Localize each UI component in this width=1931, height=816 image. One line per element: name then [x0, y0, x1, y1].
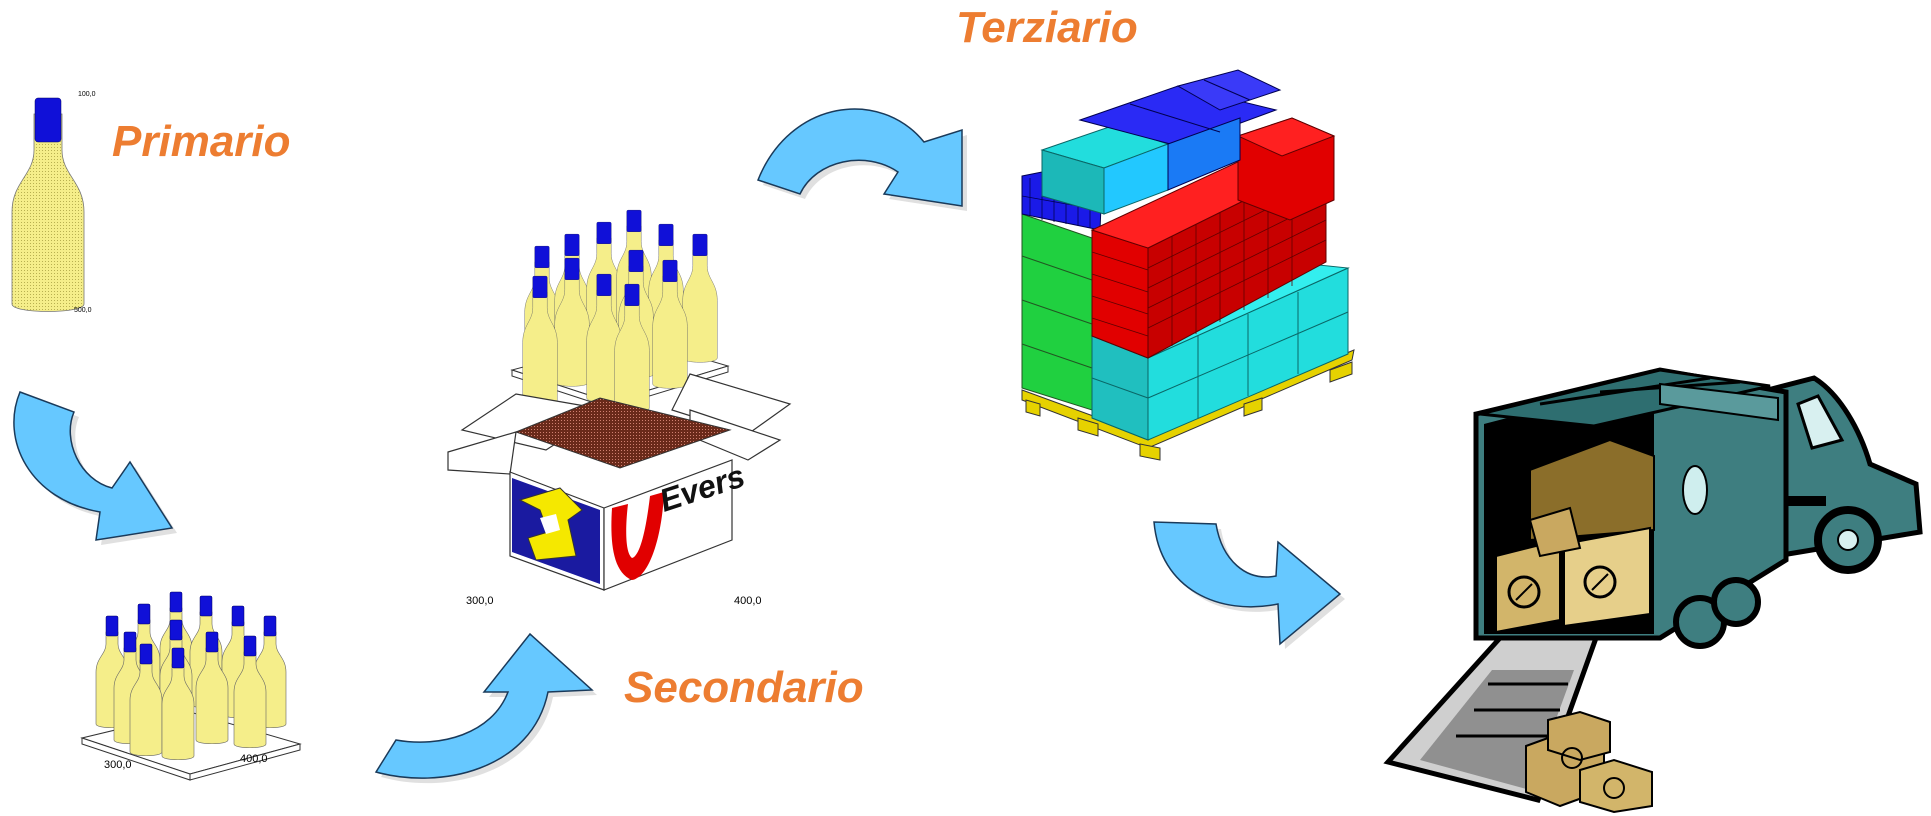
curved-arrow-icon: [1153, 521, 1345, 649]
tray-width-label: 300,0: [104, 759, 132, 771]
curved-arrow-icon: [13, 391, 178, 545]
tray-depth-label: 400,0: [240, 753, 268, 765]
delivery-truck-icon: [1383, 367, 1923, 814]
bottle-height-top-label: 100,0: [78, 91, 96, 98]
bottle-height-bottom-label: 500,0: [74, 307, 92, 314]
pallet-load: [1021, 69, 1355, 461]
box-width-label: 300,0: [466, 595, 494, 607]
secondary-box: Evers 300,0 400,0: [447, 209, 792, 607]
secondary-label: Secondario: [624, 663, 864, 712]
box-depth-label: 400,0: [734, 595, 762, 607]
bottle-tray: 300,0 400,0: [80, 591, 302, 781]
tertiary-label: Terziario: [956, 3, 1138, 52]
curved-arrow-icon: [374, 632, 597, 784]
curved-arrow-icon: [757, 108, 967, 211]
primary-label: Primario: [112, 117, 291, 166]
primary-bottle: 100,0 500,0: [11, 91, 96, 314]
